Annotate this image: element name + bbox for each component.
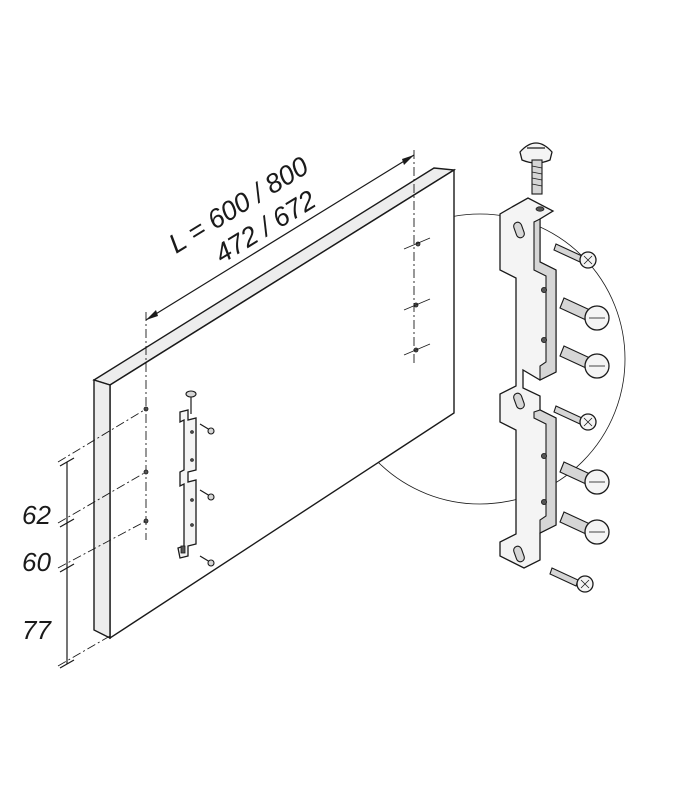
machine-screw-icon [559, 511, 610, 545]
wood-screw-icon [553, 243, 597, 269]
mounting-bracket [499, 197, 557, 569]
machine-screw-icon [519, 142, 553, 195]
dimension-62: 62 [22, 500, 51, 530]
dimension-77: 77 [22, 615, 52, 645]
wood-screw-icon [553, 405, 597, 431]
vertical-dimensions: 62 60 77 [22, 408, 147, 669]
wood-screw-icon [549, 567, 594, 593]
hole-markers [143, 237, 431, 524]
machine-screw-icon [559, 461, 610, 495]
machine-screw-icon [559, 345, 610, 379]
machine-screw-icon [559, 297, 610, 331]
dimension-60: 60 [22, 547, 51, 577]
mounting-bracket-small [177, 390, 215, 567]
